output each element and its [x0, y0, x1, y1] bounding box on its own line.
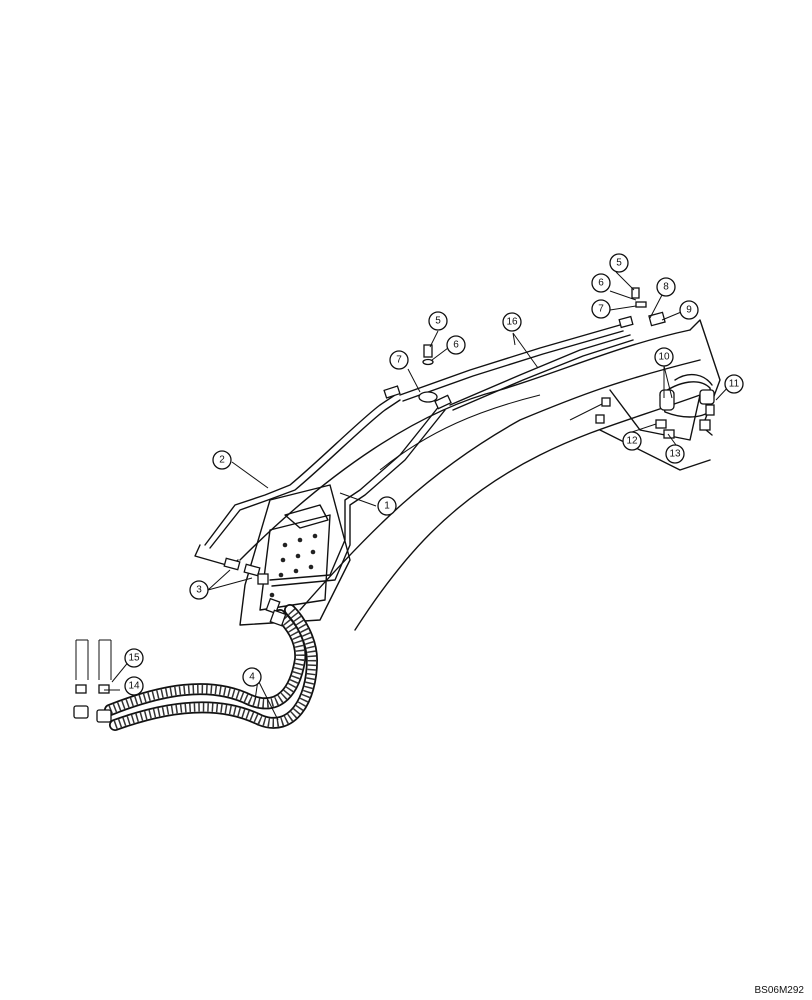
callout-10: 10: [654, 347, 674, 367]
callout-1: 1: [377, 496, 397, 516]
boom-bolt-2: [595, 414, 605, 424]
plate-bolt-holes: [269, 533, 318, 598]
tube-1: [269, 404, 446, 587]
svg-text:7: 7: [396, 355, 402, 366]
callout-6-left: 6: [446, 335, 466, 355]
svg-text:7: 7: [598, 304, 604, 315]
boom-bolt-1: [601, 397, 611, 407]
svg-text:15: 15: [128, 653, 140, 664]
callout-9: 9: [679, 300, 699, 320]
callout-5-right: 5: [609, 253, 629, 273]
tube-2: [194, 394, 401, 567]
svg-text:4: 4: [249, 672, 255, 683]
callout-11: 11: [724, 374, 744, 394]
svg-text:1: 1: [384, 501, 390, 512]
svg-text:9: 9: [686, 305, 692, 316]
svg-text:3: 3: [196, 585, 202, 596]
svg-text:12: 12: [626, 436, 638, 447]
svg-text:16: 16: [506, 317, 518, 328]
svg-text:10: 10: [658, 352, 670, 363]
callout-3: 3: [189, 580, 209, 600]
hose-assembly-4: [104, 604, 319, 731]
svg-text:2: 2: [219, 455, 225, 466]
svg-text:8: 8: [663, 282, 669, 293]
callout-2: 2: [212, 450, 232, 470]
svg-text:6: 6: [598, 278, 604, 289]
tube-16: [399, 324, 634, 411]
valve-mounting-plate: [239, 484, 351, 626]
svg-text:5: 5: [616, 258, 622, 269]
callout-7-left: 7: [389, 350, 409, 370]
callout-5-left: 5: [428, 311, 448, 331]
svg-text:11: 11: [729, 379, 740, 390]
svg-text:13: 13: [669, 449, 681, 460]
right-valve-block: [655, 373, 715, 439]
callout-12: 12: [622, 431, 642, 451]
left-fittings: [73, 639, 112, 723]
callout-7-right: 7: [591, 299, 611, 319]
callout-4: 4: [242, 667, 262, 687]
svg-text:5: 5: [435, 316, 441, 327]
callout-15: 15: [124, 648, 144, 668]
callout-13: 13: [665, 444, 685, 464]
upper-fittings: [383, 287, 666, 410]
drawing-reference-code: BS06M292: [754, 985, 804, 996]
callout-6-right: 6: [591, 273, 611, 293]
callout-8: 8: [656, 277, 676, 297]
svg-text:14: 14: [128, 681, 140, 692]
callout-14: 14: [124, 676, 144, 696]
plate-fittings: [223, 557, 287, 627]
svg-text:6: 6: [453, 340, 459, 351]
leader-lines: [104, 271, 731, 721]
callout-16: 16: [502, 312, 522, 332]
